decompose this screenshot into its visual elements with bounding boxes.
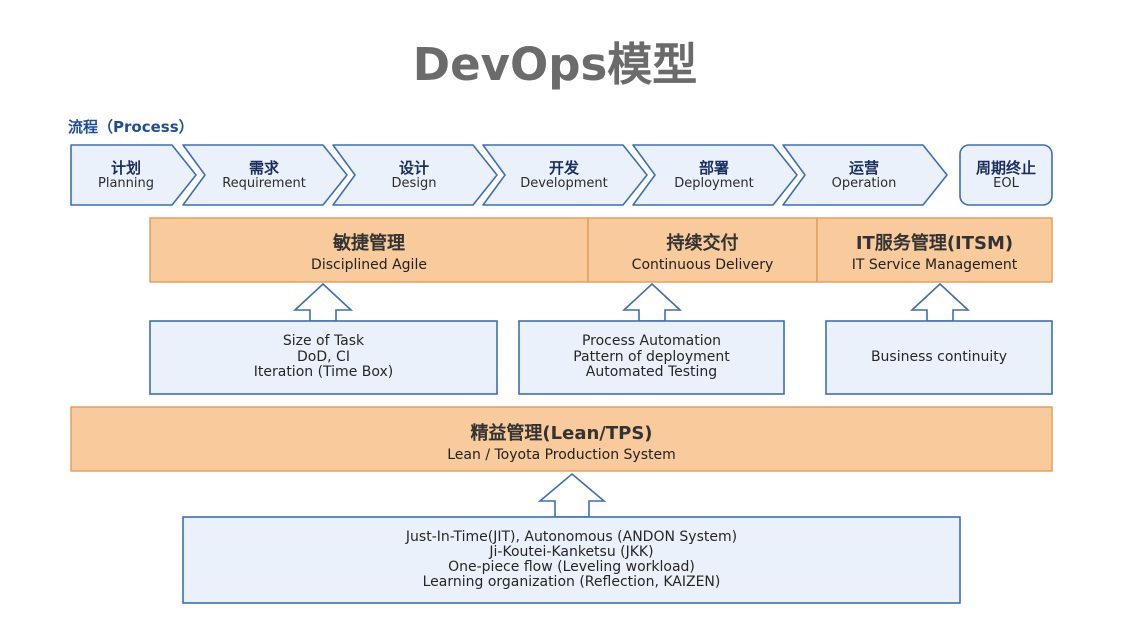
- foundation-lean-label: 精益管理(Lean/TPS) Lean / Toyota Production …: [71, 423, 1052, 465]
- process-step-zh: 开发: [548, 159, 579, 177]
- process-step-requirement: 需求 Requirement: [204, 160, 324, 191]
- detail-agile-text: Size of Task DoD, CI Iteration (Time Box…: [150, 321, 497, 394]
- practice-zh: 敏捷管理: [333, 233, 405, 254]
- process-step-shape-operation: [782, 144, 948, 206]
- detail-box-agile: [149, 320, 498, 395]
- process-step-en: Requirement: [222, 176, 306, 191]
- detail-line: Business continuity: [870, 348, 1008, 365]
- practice-bar-itsm: [816, 217, 1053, 283]
- process-step-shape-planning: [70, 144, 197, 206]
- process-step-en: Development: [520, 176, 608, 191]
- process-step-zh: 计划: [110, 159, 141, 177]
- process-step-development: 开发 Development: [504, 160, 624, 191]
- detail-line: Size of Task: [282, 333, 365, 350]
- process-step-en: EOL: [993, 176, 1019, 191]
- process-step-en: Design: [391, 176, 437, 191]
- detail-itsm-text: Business continuity: [826, 321, 1052, 394]
- process-label: 流程（Process）: [68, 118, 194, 136]
- detail-lean-text: Just-In-Time(JIT), Autonomous (ANDON Sys…: [183, 517, 960, 603]
- process-step-en: Operation: [831, 176, 897, 191]
- process-step-zh: 部署: [698, 159, 729, 177]
- detail-line: Learning organization (Reflection, KAIZE…: [422, 574, 721, 590]
- process-step-zh: 需求: [248, 159, 279, 177]
- practice-continuous-delivery-label: 持续交付 Continuous Delivery: [588, 233, 817, 275]
- practice-itsm-label: IT服务管理(ITSM) IT Service Management: [817, 233, 1052, 275]
- process-step-zh: 周期终止: [975, 159, 1036, 177]
- detail-line: Just-In-Time(JIT), Autonomous (ANDON Sys…: [405, 529, 738, 545]
- detail-line: Iteration (Time Box): [253, 364, 394, 381]
- detail-line: Ji-Koutei-Kanketsu (JKK): [489, 544, 654, 560]
- up-arrow-agile: [292, 282, 354, 322]
- practice-bar-agile: [149, 217, 589, 283]
- practice-zh: IT服务管理(ITSM): [855, 233, 1014, 254]
- process-step-shape-development: [482, 144, 648, 206]
- detail-box-lean: [182, 516, 961, 604]
- process-step-shape-deployment: [632, 144, 798, 206]
- detail-box-itsm: [825, 320, 1053, 395]
- foundation-en: Lean / Toyota Production System: [447, 447, 676, 463]
- up-arrow-lean: [537, 472, 607, 518]
- practice-bar-continuous-delivery: [587, 217, 818, 283]
- process-step-planning: 计划 Planning: [66, 160, 186, 191]
- practice-agile-label: 敏捷管理 Disciplined Agile: [150, 233, 588, 275]
- practice-en: Continuous Delivery: [631, 257, 774, 273]
- practice-en: Disciplined Agile: [311, 257, 427, 273]
- foundation-zh: 精益管理(Lean/TPS): [470, 423, 653, 444]
- process-step-zh: 运营: [848, 159, 879, 177]
- up-arrow-continuous-delivery: [621, 282, 683, 322]
- process-step-en: Deployment: [674, 176, 754, 191]
- process-step-zh: 设计: [398, 159, 429, 177]
- practice-zh: 持续交付: [666, 233, 739, 254]
- process-step-en: Planning: [98, 176, 154, 191]
- detail-continuous-delivery-text: Process Automation Pattern of deployment…: [519, 321, 784, 394]
- process-step-deployment: 部署 Deployment: [654, 160, 774, 191]
- process-step-eol: 周期终止 EOL: [946, 160, 1066, 191]
- process-step-shape-design: [332, 144, 498, 206]
- process-step-design: 设计 Design: [354, 160, 474, 191]
- detail-line: Pattern of deployment: [573, 348, 730, 365]
- detail-line: One-piece flow (Leveling workload): [448, 559, 695, 575]
- detail-line: Automated Testing: [585, 364, 718, 381]
- detail-line: Process Automation: [581, 333, 722, 350]
- detail-box-continuous-delivery: [518, 320, 785, 395]
- detail-line: DoD, CI: [297, 348, 350, 365]
- process-step-operation: 运营 Operation: [804, 160, 924, 191]
- foundation-bar-lean: [70, 406, 1053, 472]
- process-step-shape-requirement: [182, 144, 348, 206]
- up-arrow-itsm: [909, 282, 971, 322]
- process-step-shape-eol: [959, 144, 1053, 206]
- practice-en: IT Service Management: [851, 257, 1018, 273]
- page-title: DevOps模型: [412, 38, 698, 91]
